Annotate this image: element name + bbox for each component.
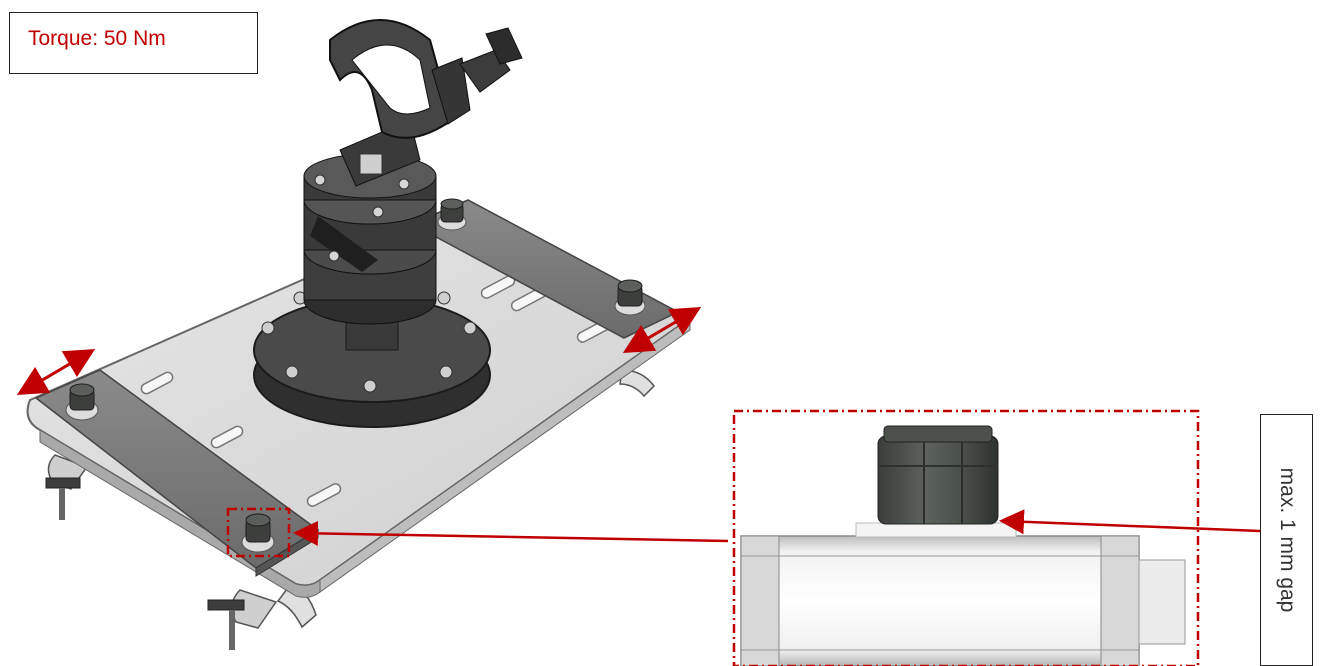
mounting-flange [253, 291, 491, 428]
locking-nut-detail [877, 425, 999, 525]
nut-detail-view [740, 425, 1186, 666]
swivel-column [303, 153, 437, 325]
torque-label: Torque: 50 Nm [28, 27, 166, 50]
half-coupler-clamp-top [329, 19, 523, 187]
gap-label-box: max. 1 mm gap [1260, 414, 1313, 666]
truss-plate-mount [26, 19, 693, 650]
locking-nut-front-right [241, 513, 275, 553]
locking-nut-back-left [437, 198, 467, 231]
torque-label-box: Torque: 50 Nm [9, 12, 258, 74]
double-arrow-icon-right [622, 306, 702, 354]
detail-callout-arrow [293, 520, 729, 546]
locking-nut-back-right [614, 279, 646, 316]
gap-callout-arrow [999, 509, 1261, 535]
washer [855, 522, 1017, 538]
double-arrow-icon-left [16, 348, 96, 396]
nut-highlight-box [226, 507, 291, 558]
locking-nut-front-left [65, 383, 99, 421]
detail-frame [732, 409, 1200, 666]
half-coupler-clamp-back-right [619, 369, 655, 398]
gap-label: max. 1 mm gap [1275, 467, 1299, 613]
